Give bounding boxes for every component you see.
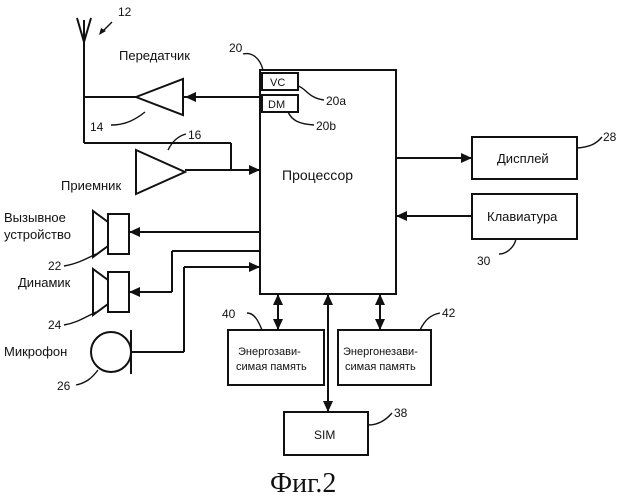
receiver-amplifier (136, 150, 185, 194)
ref-28: 28 (603, 130, 617, 144)
ref-14: 14 (90, 120, 104, 134)
ref-20a: 20a (326, 94, 346, 108)
keyboard-label: Клавиатура (487, 209, 558, 224)
ref-12: 12 (118, 5, 132, 19)
nonvolatile-arrowhead-up (375, 294, 385, 305)
sim-label: SIM (314, 428, 335, 442)
vc-label: VC (270, 77, 285, 89)
ref-30-leader (499, 239, 516, 254)
mic-arrowhead (249, 262, 260, 272)
ref-14-leader (111, 112, 145, 125)
ref-24-leader (64, 312, 96, 325)
ref-42: 42 (442, 306, 456, 320)
ref-22: 22 (48, 259, 62, 273)
nonvolatile-label-line2: симая память (345, 361, 416, 373)
display-label: Дисплей (497, 151, 549, 166)
transmitter-label: Передатчик (119, 48, 190, 63)
ringer-label-line2: устройство (4, 227, 71, 242)
nonvolatile-arrowhead-down (375, 319, 385, 330)
ref-40-leader (247, 313, 262, 330)
ref-40: 40 (222, 307, 236, 321)
keyboard-arrowhead (396, 211, 407, 221)
ref-22-leader (64, 254, 96, 266)
ref-16: 16 (188, 128, 202, 142)
processor-label: Процессор (282, 167, 353, 183)
transmitter-amplifier (136, 79, 183, 115)
volatile-arrowhead-up (273, 294, 283, 305)
microphone-label: Микрофон (4, 344, 67, 359)
ringer-icon (93, 211, 129, 257)
ringer-arrowhead (129, 227, 140, 237)
ref-20b: 20b (316, 119, 336, 133)
speaker-icon (93, 269, 129, 315)
ref-26: 26 (57, 379, 71, 393)
ref-26-leader (76, 370, 98, 385)
ref-42-leader (420, 313, 440, 330)
sim-arrowhead-down (323, 401, 333, 412)
ref-20: 20 (229, 41, 243, 55)
dm-label: DM (268, 99, 285, 111)
ref-28-leader (577, 137, 602, 148)
figure-caption: Фиг.2 (270, 468, 336, 499)
volatile-arrowhead-down (273, 319, 283, 330)
sim-arrowhead-up (323, 294, 333, 305)
antenna (77, 18, 91, 97)
receiver-label: Приемник (61, 178, 121, 193)
ringer-label-line1: Вызывное (4, 210, 66, 225)
rx-arrowhead (249, 165, 260, 175)
ref-38: 38 (394, 406, 408, 420)
speaker-label: Динамик (18, 275, 71, 290)
volatile-label-line1: Энергозави- (238, 346, 301, 358)
tx-arrowhead (185, 92, 196, 102)
microphone-icon (91, 330, 131, 374)
ref-24: 24 (48, 318, 62, 332)
display-arrowhead (461, 153, 472, 163)
volatile-label-line2: симая память (236, 361, 307, 373)
ref-20-leader (243, 54, 263, 70)
speaker-arrowhead (129, 287, 140, 297)
ref-38-leader (368, 413, 392, 425)
ref-30: 30 (477, 254, 491, 268)
nonvolatile-label-line1: Энергонезави- (343, 346, 418, 358)
